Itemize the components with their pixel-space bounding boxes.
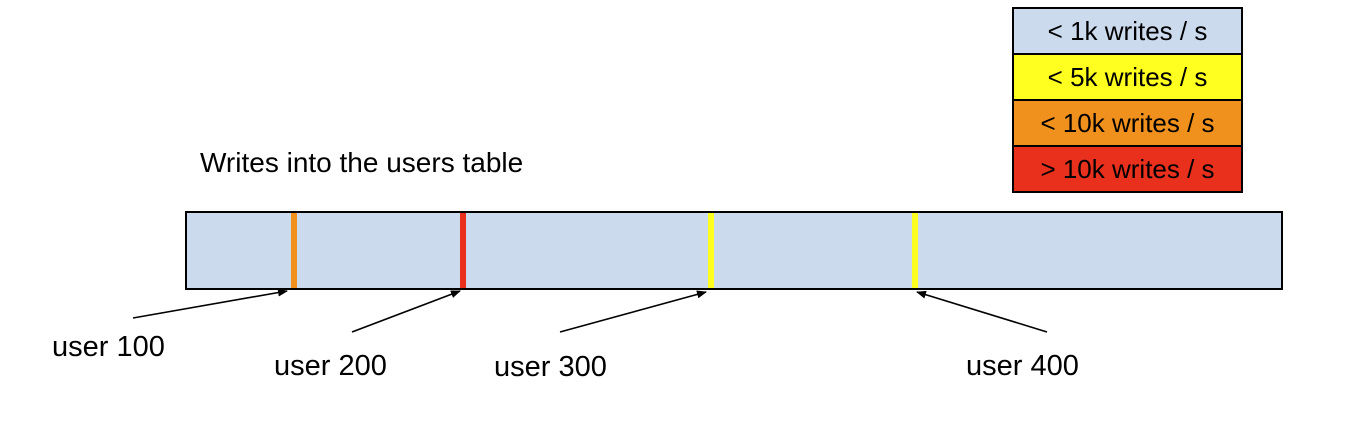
arrow-user-400 (916, 290, 1048, 333)
legend-label: < 1k writes / s (1047, 15, 1208, 46)
legend-row-lt-1k: < 1k writes / s (1012, 7, 1243, 55)
arrow-user-300 (559, 290, 707, 333)
legend-label: < 10k writes / s (1040, 107, 1215, 138)
legend-row-gt-10k: > 10k writes / s (1012, 145, 1243, 193)
user-100-label: user 100 (52, 331, 165, 363)
users-table-bar (185, 211, 1283, 290)
legend-row-lt-5k: < 5k writes / s (1012, 53, 1243, 101)
write-rate-marker (291, 213, 298, 288)
diagram-title: Writes into the users table (200, 147, 524, 178)
user-400-label: user 400 (966, 350, 1079, 382)
legend-row-lt-10k: < 10k writes / s (1012, 99, 1243, 147)
legend-label: > 10k writes / s (1040, 153, 1215, 184)
user-300-label: user 300 (494, 351, 607, 383)
arrow-user-200 (351, 290, 461, 333)
arrow-user-100 (132, 288, 288, 319)
write-rate-marker (911, 213, 918, 288)
legend-label: < 5k writes / s (1047, 61, 1208, 92)
user-200-label: user 200 (274, 350, 387, 382)
write-rate-legend: < 1k writes / s < 5k writes / s < 10k wr… (1012, 7, 1243, 193)
write-rate-marker (708, 213, 715, 288)
write-rate-marker (459, 213, 466, 288)
